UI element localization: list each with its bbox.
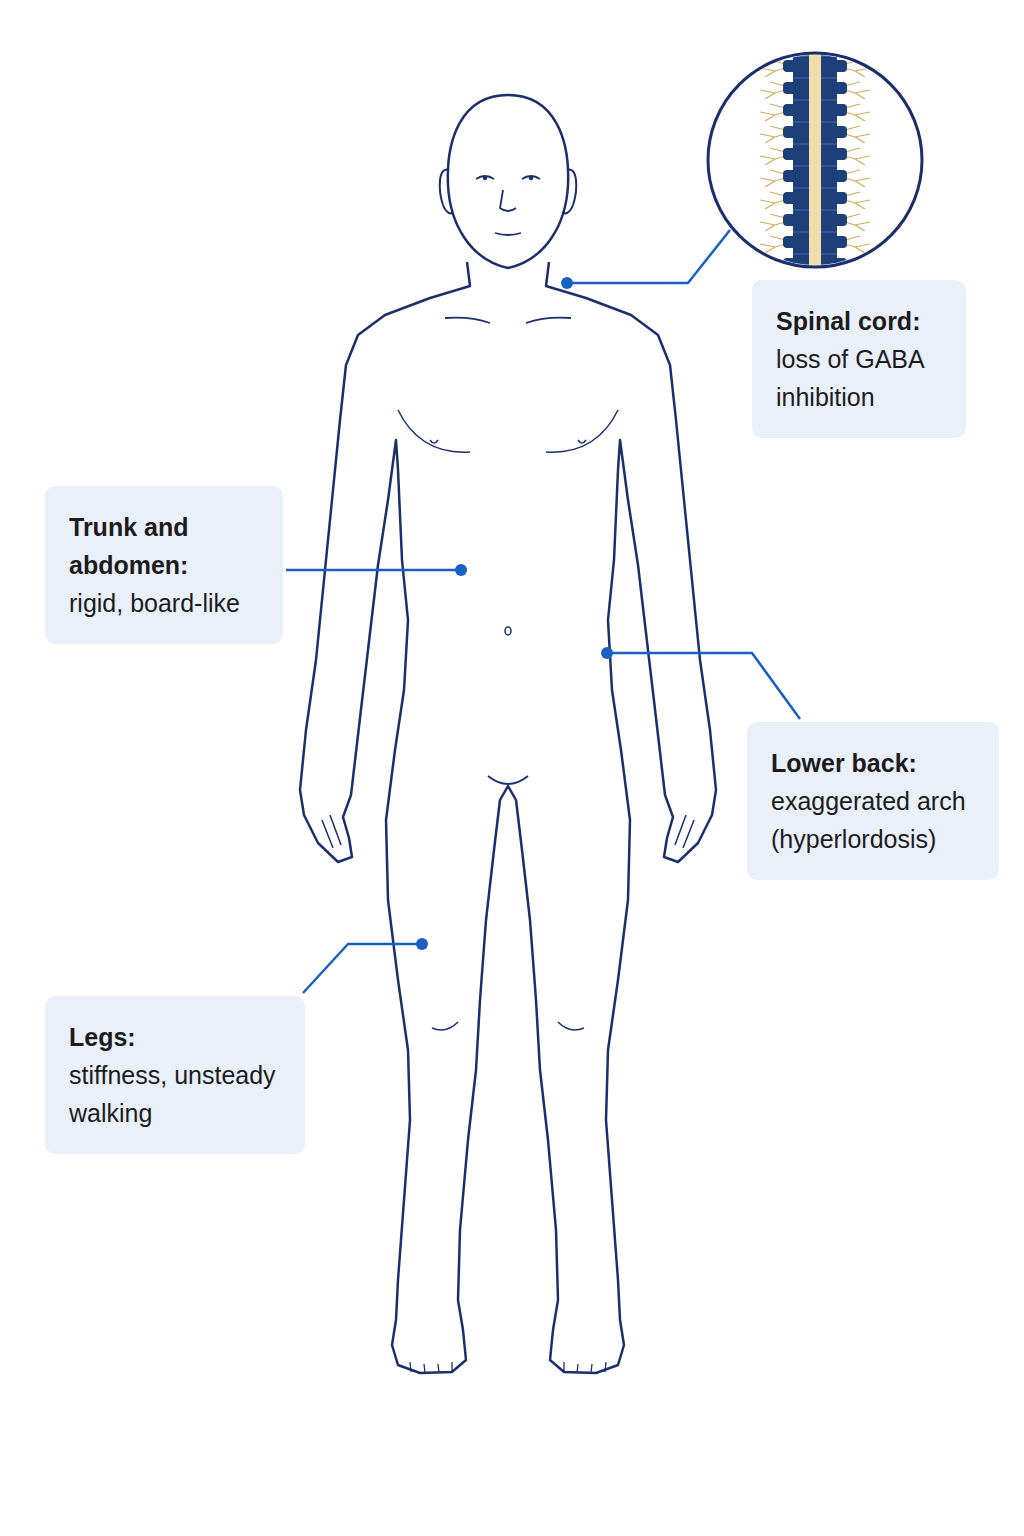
callout-heading: Lower back: (771, 744, 975, 782)
leader-line (286, 569, 461, 572)
collarbone (526, 318, 571, 323)
leader-line (567, 230, 730, 283)
callout-text: stiffness, unsteady walking (69, 1056, 281, 1132)
spine-detail (715, 40, 915, 280)
leader-line (607, 653, 800, 719)
pupil (483, 176, 487, 180)
head-outline (448, 95, 568, 268)
callout-heading: Legs: (69, 1018, 281, 1056)
marker-dot (416, 938, 428, 950)
pupil (529, 176, 533, 180)
spine-column (715, 40, 915, 280)
leader-line (303, 944, 422, 993)
toe-lines (564, 1362, 606, 1373)
finger-lines (322, 815, 341, 848)
callout-heading: Trunk and abdomen: (69, 508, 259, 584)
callout-box: Spinal cord:loss of GABA inhibition (752, 280, 966, 438)
body-outline (300, 262, 716, 1373)
nose (500, 190, 516, 211)
marker-dot (601, 647, 613, 659)
mouth (495, 233, 521, 235)
finger-lines (675, 815, 694, 848)
callout-text: rigid, board-like (69, 584, 259, 622)
navel (505, 627, 511, 635)
toe-lines (410, 1362, 452, 1373)
ear (563, 170, 576, 214)
knee (558, 1022, 584, 1030)
callout-box: Trunk and abdomen:rigid, board-like (45, 486, 283, 644)
marker-dot (455, 564, 467, 576)
callout-box: Legs:stiffness, unsteady walking (45, 996, 305, 1154)
nipple (430, 440, 438, 443)
collarbone (445, 318, 490, 323)
marker-dot (561, 277, 573, 289)
knee (432, 1022, 458, 1030)
callout-text: exaggerated arch (hyperlordosis) (771, 782, 975, 858)
callout-box: Lower back:exaggerated arch (hyperlordos… (747, 722, 999, 880)
groin-line (488, 776, 528, 784)
ear (440, 170, 453, 214)
callout-heading: Spinal cord: (776, 302, 942, 340)
callout-text: loss of GABA inhibition (776, 340, 942, 416)
pectoral (546, 410, 618, 452)
pectoral (398, 410, 470, 452)
nipple (578, 440, 586, 443)
inset-circle (708, 53, 922, 267)
